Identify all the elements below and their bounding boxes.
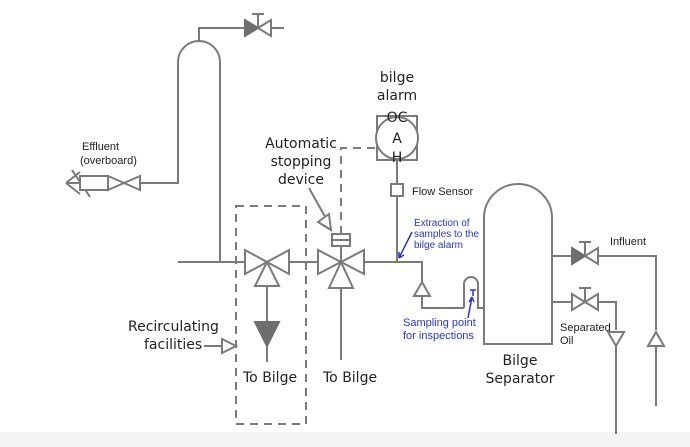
influent-valve-stem[interactable]	[579, 241, 591, 256]
actuator-stem	[332, 239, 350, 262]
oil-valve-stem	[579, 287, 591, 302]
to-bilge-label-1: To Bilge	[242, 370, 297, 386]
discharge-box	[79, 175, 109, 191]
recirculating-arrow-icon	[221, 337, 239, 355]
vent-valve-stem[interactable]	[252, 13, 284, 29]
pipe-to-sampling	[421, 296, 464, 309]
effluent-pipe	[140, 62, 179, 184]
auto-stop-label-1: Automatic	[265, 136, 337, 152]
separated-oil-label-2: Oil	[560, 335, 573, 347]
vent-loop	[177, 13, 284, 262]
bilge-alarm-unit	[375, 115, 419, 161]
alarm-letter-a: A	[392, 131, 402, 147]
recirculating-label-1: Recirculating	[128, 319, 219, 335]
bilge-separator-tank	[483, 183, 553, 345]
oil-pipe	[598, 301, 617, 330]
extraction-label-2: samples to the	[414, 229, 479, 240]
separator-label-2: Separator	[485, 371, 554, 387]
separated-oil-label-1: Separated	[560, 322, 611, 334]
bilge-alarm-gauge	[375, 116, 419, 160]
effluent-label-2: (overboard)	[80, 155, 137, 167]
recirculating-label-2: facilities	[144, 337, 202, 353]
influent-label: Influent	[610, 236, 646, 248]
discharge-nozzle-icon	[65, 169, 91, 198]
influent-valve-open-half	[583, 246, 599, 266]
effluent-label-1: Effluent	[82, 141, 119, 153]
sampling-arrow-icon	[467, 296, 475, 319]
sampling-loop	[463, 276, 484, 309]
sampling-label-2: for inspections	[403, 330, 474, 342]
alarm-letter-h: H	[392, 150, 403, 166]
oil-arrow-icon	[606, 331, 626, 349]
flow-sensor-icon	[390, 183, 404, 197]
influent-pipe	[598, 255, 657, 330]
auto-stop-label-3: device	[278, 172, 324, 188]
extraction-label-3: bilge alarm	[414, 240, 463, 251]
flow-sensor-label: Flow Sensor	[412, 186, 473, 198]
stopping-device-arrow-icon	[316, 212, 333, 232]
separator-label-1: Bilge	[503, 353, 538, 369]
check-valve-icon	[412, 279, 432, 297]
control-signal-line	[340, 147, 375, 234]
auto-stop-label-2: stopping	[271, 154, 332, 170]
bottom-band	[0, 432, 690, 447]
three-way-valve-1[interactable]	[244, 248, 290, 362]
vent-valve-open-half	[256, 18, 272, 38]
main-pipe-right	[364, 261, 423, 282]
alarm-letter-oc: OC	[387, 110, 408, 126]
effluent-outlet	[65, 62, 179, 198]
to-bilge-label-2: To Bilge	[322, 370, 377, 386]
loop-pipe	[177, 40, 221, 262]
three-way-valve-2[interactable]	[317, 233, 365, 360]
vent-pipe	[198, 27, 245, 41]
influent-valve-closed-half	[571, 246, 587, 266]
extraction-arrow-icon	[398, 231, 413, 259]
effluent-valve-icon[interactable]	[107, 174, 141, 192]
vent-valve-closed-half	[244, 18, 260, 38]
bilge-alarm-label-2: alarm	[377, 88, 417, 104]
bilge-alarm-label-1: bilge	[380, 70, 414, 86]
influent-arrow-icon	[646, 329, 666, 347]
recirculating-facilities-box	[235, 205, 307, 425]
funnel-icon	[253, 321, 281, 349]
sampling-label-1: Sampling point	[403, 317, 476, 329]
extraction-label-1: Extraction of	[414, 218, 470, 229]
sampling-tap-icon[interactable]	[470, 289, 476, 296]
